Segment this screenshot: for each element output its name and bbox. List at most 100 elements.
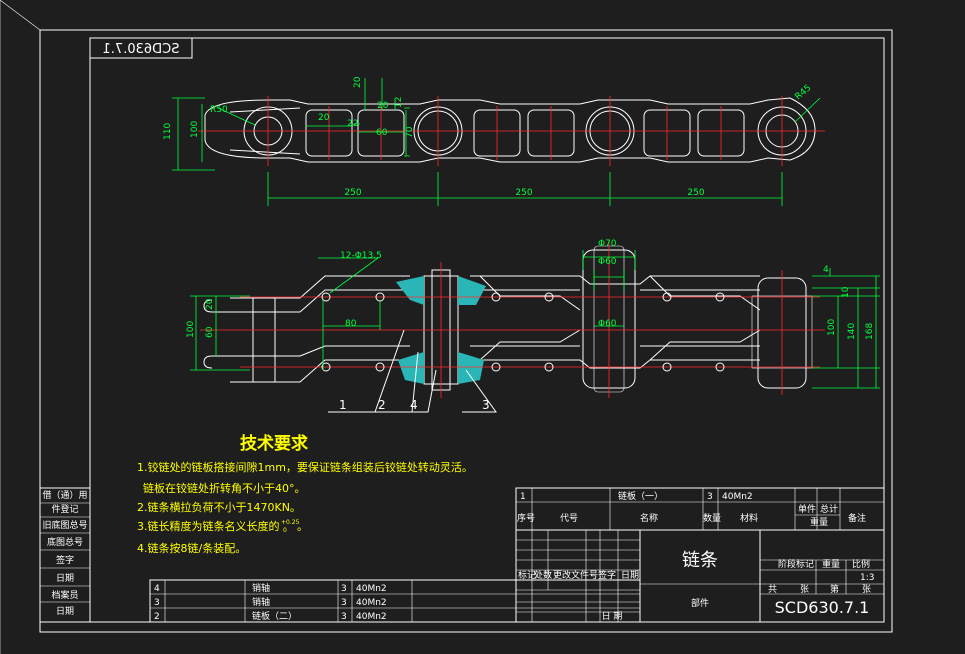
tech-item-1b: 链板在铰链处折转角不小于40°。: [143, 481, 306, 495]
tech-item-3: 3.链长精度为链条名义长度的: [137, 519, 280, 533]
plate-edge: [470, 275, 760, 369]
mark-label: 比例: [852, 558, 870, 570]
tol-lower: 0: [283, 527, 287, 534]
chain-outline: [204, 97, 816, 163]
hole: [662, 362, 672, 372]
date-label: 日 期: [602, 611, 623, 622]
dim-r45: R45: [794, 83, 814, 102]
hole: [544, 362, 554, 372]
drawing-number: SCD630.7.1: [775, 598, 870, 617]
plate-edge: [203, 299, 300, 369]
dim-60: 60: [376, 128, 388, 138]
hdr-code: 代号: [560, 513, 578, 524]
strip-label: 件登记: [51, 503, 78, 515]
section-hatch: [458, 352, 484, 384]
front-20: 20: [205, 298, 215, 310]
dim-line: [190, 295, 250, 371]
bom-top-material: 40Mn2: [722, 492, 753, 502]
outer-frame: [39, 29, 893, 633]
pitch-1: 250: [344, 188, 361, 198]
left-strip-box: [39, 487, 91, 623]
tech-item-4: 4.链条按8链/条装配。: [137, 541, 246, 555]
bom-lower: 4 销轴 3 40Mn2 3 销轴 3 40Mn2 2 链板（二） 3 40Mn…: [149, 579, 641, 623]
bom-no: 4: [154, 584, 160, 594]
strip-label: 旧底图总号: [42, 519, 87, 531]
hole: [375, 362, 385, 372]
strip-label: 日期: [56, 606, 74, 617]
dim-20-top: 20: [353, 76, 363, 88]
bom-name: 销轴: [252, 582, 270, 594]
bom-no: 3: [154, 598, 160, 608]
hole: [491, 292, 501, 302]
pitch-2: 250: [515, 188, 532, 198]
end-block: [252, 297, 276, 383]
rev-label: 日期: [621, 570, 639, 581]
callout-1: 1: [339, 398, 347, 412]
hdr-remark: 备注: [848, 512, 866, 524]
dim-12: 12: [394, 97, 404, 108]
plate-edge: [479, 275, 761, 361]
dim-line: [812, 268, 880, 389]
scale-value: 1:3: [860, 573, 874, 583]
sheet-label: 张: [800, 584, 809, 595]
leader-line: [217, 107, 256, 126]
strip-label: 档案员: [51, 589, 78, 601]
sheet-label: 张: [862, 584, 871, 595]
bom-qty: 3: [341, 598, 347, 608]
left-strip: 借（通）用 件登记 旧底图总号 底图总号 签字 日期 档案员 日期: [39, 487, 91, 623]
section-hatch: [398, 352, 424, 384]
title-block: 1 链板（一） 3 40Mn2 序号 代号 名称 数量 材料 单件 总计 重量 …: [515, 487, 885, 623]
hole: [662, 292, 672, 302]
pitch-3: 250: [687, 188, 704, 198]
plate-edge: [230, 275, 410, 383]
leader-line: [318, 257, 380, 294]
dim-22: 22: [347, 119, 358, 129]
tech-item-1: 1.铰链处的链板搭接间隙1mm，要保证链条组装后铰链处转动灵活。: [137, 460, 473, 474]
bom-name: 销轴: [252, 596, 270, 608]
hole: [715, 292, 725, 302]
part-label: 部件: [691, 597, 709, 609]
dim-line: [322, 300, 381, 370]
tol-end: 。: [297, 520, 308, 533]
mark-label: 阶段标记: [778, 558, 814, 570]
hdr-name: 名称: [640, 512, 658, 524]
dim-line: [267, 172, 783, 206]
tol-upper: +0.25: [281, 519, 300, 526]
bom-qty: 3: [341, 584, 347, 594]
spacing-80: 80: [345, 319, 357, 329]
right-168: 168: [865, 323, 875, 340]
hdr-total: 总计: [820, 503, 838, 515]
callout-4: 4: [410, 398, 418, 412]
bom-top-name: 链板（一）: [618, 490, 663, 502]
dim-r50: R50: [210, 105, 228, 115]
rev-label: 更改文件号: [553, 569, 598, 581]
dim-100: 100: [190, 121, 200, 138]
strip-label: 日期: [56, 573, 74, 584]
strip-label: 底图总号: [47, 536, 83, 548]
top-view: 110 100 R50 R45 20 20 22 60 12 70 20 250…: [163, 76, 825, 206]
right-140: 140: [847, 323, 857, 340]
rev-label: 处数: [534, 569, 552, 581]
hole: [321, 362, 331, 372]
strip-label: 签字: [56, 554, 74, 566]
corner-line: [0, 0, 41, 31]
hdr-single: 单件: [798, 503, 816, 515]
phi60-top: Φ60: [598, 257, 617, 267]
sheet-label: 共: [768, 584, 777, 595]
bom-top-qty: 3: [707, 492, 713, 502]
tech-requirements: 技术要求 1.铰链处的链板搭接间隙1mm，要保证链条组装后铰链处转动灵活。 链板…: [137, 433, 473, 555]
leader-line: [794, 97, 821, 123]
sheet-label: 第: [830, 583, 839, 595]
bom-material: 40Mn2: [356, 584, 387, 594]
drawing-title: 链条: [682, 550, 718, 571]
dim-70: 70: [405, 126, 415, 138]
dim-line: [306, 78, 410, 157]
dim-line: [582, 250, 636, 327]
front-60: 60: [205, 326, 215, 338]
dim-line: [172, 97, 215, 171]
dim-20-mid: 20: [318, 113, 330, 123]
rev-label: 签字: [598, 569, 616, 581]
drawing-no-box: [89, 37, 193, 59]
bom-top-no: 1: [520, 492, 526, 502]
section-hatch: [396, 276, 424, 305]
